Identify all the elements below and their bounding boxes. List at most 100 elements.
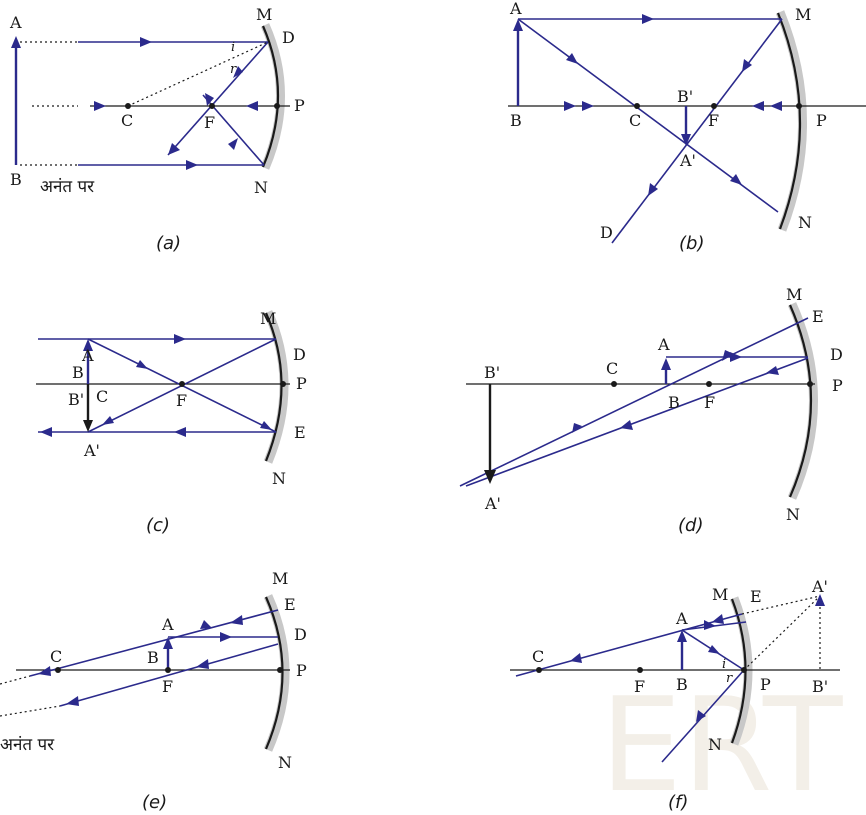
label-n: N xyxy=(798,213,812,232)
arrow-a7 xyxy=(228,138,238,150)
label-f: F xyxy=(704,393,715,412)
caption-a: (a) xyxy=(156,233,181,254)
label-a-image: A' xyxy=(484,494,501,513)
arrow-b4 xyxy=(566,53,578,64)
point-c-b xyxy=(634,103,640,109)
label-b-image: B' xyxy=(68,390,84,409)
label-b: B xyxy=(10,170,22,189)
label-a-image: A' xyxy=(679,151,696,170)
arrow-b8 xyxy=(752,101,764,111)
point-c-a xyxy=(125,103,131,109)
mirror-a xyxy=(261,25,280,168)
label-c: C xyxy=(532,647,544,666)
arrow-a1 xyxy=(140,37,152,47)
arrow-f2 xyxy=(570,653,582,663)
panel-d: A B C F P M E D N B' A' (d) xyxy=(459,285,843,536)
label-m: M xyxy=(795,5,811,24)
caption-f: (f) xyxy=(668,792,688,813)
arrow-c3 xyxy=(174,427,186,437)
arrow-b2 xyxy=(742,59,752,72)
point-c-e xyxy=(55,667,61,673)
image-arrowhead-c xyxy=(83,420,93,432)
label-a: A xyxy=(81,346,94,365)
label-c: C xyxy=(606,359,618,378)
label-n: N xyxy=(786,505,800,524)
label-p: P xyxy=(296,374,307,393)
arrow-c2 xyxy=(40,427,52,437)
arrow-f1 xyxy=(704,620,716,630)
panel-e: A B C F P M E D N अनंत पर (e) xyxy=(0,569,307,813)
panel-a: A B अनंत पर C F P M D N i r (a) xyxy=(9,5,305,254)
virtual-image-arrowhead-f xyxy=(815,594,825,606)
label-p: P xyxy=(816,111,827,130)
label-n: N xyxy=(708,735,722,754)
panel-b: A B C F P M N D B' A' (b) xyxy=(508,0,866,254)
point-f-f xyxy=(637,667,643,673)
arrow-e2 xyxy=(200,620,212,629)
arrow-a8 xyxy=(233,66,243,78)
arrow-c6 xyxy=(102,416,114,425)
mirror-back-e xyxy=(263,594,290,752)
point-f-d xyxy=(706,381,712,387)
label-d: D xyxy=(282,28,295,47)
caption-e: (e) xyxy=(142,792,167,813)
label-a: A xyxy=(657,335,670,354)
label-a-image: A' xyxy=(811,577,828,596)
label-b: B xyxy=(147,648,159,667)
mirror-d xyxy=(788,304,813,498)
arrow-b3 xyxy=(648,183,658,196)
mirror-back-d xyxy=(787,302,818,500)
ray-f2 xyxy=(515,613,743,677)
point-p-a xyxy=(274,103,280,109)
arrow-a5 xyxy=(168,143,180,155)
ray-b2 xyxy=(611,18,783,244)
label-r: r xyxy=(230,62,237,77)
label-b-image: B' xyxy=(677,87,693,106)
label-c: C xyxy=(121,111,133,130)
label-e: E xyxy=(750,587,762,606)
label-i: i xyxy=(722,657,726,672)
label-b: B xyxy=(510,111,522,130)
mirror-back-a xyxy=(260,23,285,170)
object-arrowhead-e xyxy=(163,637,173,649)
object-arrowhead-c xyxy=(83,339,93,351)
label-n: N xyxy=(272,469,286,488)
label-f: F xyxy=(176,391,187,410)
caption-d: (d) xyxy=(678,515,703,536)
arrow-e3 xyxy=(230,615,243,625)
label-d: D xyxy=(600,223,613,242)
arrow-e6 xyxy=(220,632,232,642)
arrow-b6 xyxy=(564,101,576,111)
dash-e1 xyxy=(0,675,31,685)
panel-c: A B B' C F P M D E N A' (c) xyxy=(36,309,307,536)
arrow-f3 xyxy=(712,614,724,624)
arrow-a3 xyxy=(94,101,106,111)
label-a: A xyxy=(161,615,174,634)
point-p-f xyxy=(741,667,747,673)
arrow-b9 xyxy=(770,101,782,111)
label-a: A xyxy=(675,609,688,628)
arrow-e4 xyxy=(66,696,79,706)
label-f: F xyxy=(204,113,215,132)
object-arrowhead-b xyxy=(513,19,523,31)
arrow-b7 xyxy=(582,101,594,111)
label-e: E xyxy=(294,423,306,442)
label-p: P xyxy=(760,675,771,694)
label-m: M xyxy=(786,285,802,304)
normal-a xyxy=(127,41,269,107)
label-c: C xyxy=(96,387,108,406)
dash-e2 xyxy=(0,705,61,717)
label-e: E xyxy=(284,595,296,614)
label-r: r xyxy=(726,671,733,686)
label-c: C xyxy=(50,647,62,666)
panel-f: A B C F P B' A' M E N i r (f) xyxy=(510,577,840,813)
label-d: D xyxy=(830,345,843,364)
label-b: B xyxy=(668,393,680,412)
arrow-a4 xyxy=(246,101,258,111)
point-f-e xyxy=(165,667,171,673)
point-f-a xyxy=(209,103,215,109)
label-at-infinity: अनंत पर xyxy=(0,735,55,755)
arrow-e1 xyxy=(38,666,51,676)
label-b: B xyxy=(72,363,84,382)
